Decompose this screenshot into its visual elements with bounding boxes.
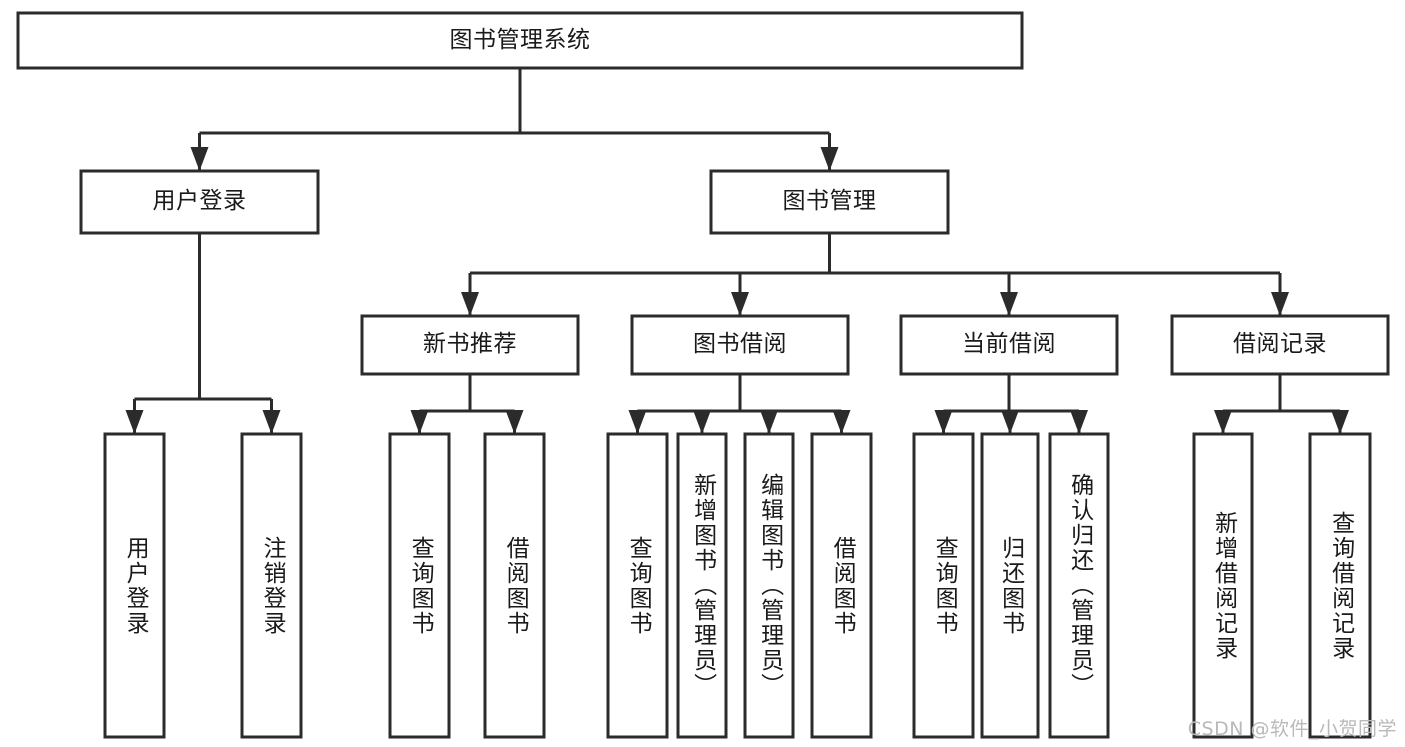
arrow-head-icon-book-borrow <box>731 292 749 316</box>
arrow-head-icon-leaf-edit-book-admin <box>760 410 778 434</box>
arrow-head-icon-leaf-confirm-return-admin <box>1070 410 1088 434</box>
arrow-head-icon-leaf-return-book <box>1001 410 1019 434</box>
arrow-head-icon-leaf-borrow-book-recommend <box>505 410 524 434</box>
node-box-root <box>16 11 1024 70</box>
arrow-head-icon-leaf-query-book-borrow <box>628 410 647 434</box>
arrow-head-icon-leaf-user-login <box>125 410 144 434</box>
node-box-leaf-query-borrow-record <box>1308 432 1372 739</box>
node-box-leaf-borrow-book-recommend <box>483 432 546 739</box>
node-box-borrow-record <box>1170 314 1390 376</box>
node-box-new-book-recommend <box>360 314 580 376</box>
arrow-head-icon-current-borrow <box>1000 292 1018 316</box>
csdn-watermark: CSDN @软件_小贺同学 <box>1187 718 1397 740</box>
node-box-leaf-confirm-return-admin <box>1048 432 1110 739</box>
arrow-head-icon-leaf-query-borrow-record <box>1331 410 1349 434</box>
boxes-layer <box>16 11 1390 739</box>
arrow-head-icon-leaf-query-book-recommend <box>410 410 429 434</box>
node-box-leaf-query-book-recommend <box>388 432 451 739</box>
node-box-book-manage <box>709 169 950 235</box>
arrow-head-icon-leaf-add-borrow-record <box>1214 410 1232 434</box>
node-box-leaf-query-book-current <box>912 432 975 739</box>
connectors-layer <box>125 68 1349 434</box>
node-box-leaf-add-book-admin <box>676 432 728 739</box>
node-box-book-borrow <box>630 314 850 376</box>
arrow-head-icon-user-login <box>190 147 209 171</box>
node-box-leaf-return-book <box>980 432 1040 739</box>
node-box-leaf-logout <box>240 432 303 739</box>
node-box-leaf-borrow-book <box>810 432 873 739</box>
arrow-head-icon-book-manage <box>820 147 839 171</box>
node-box-leaf-add-borrow-record <box>1192 432 1254 739</box>
arrow-head-icon-leaf-add-book-admin <box>693 410 711 434</box>
node-box-user-login <box>79 169 320 235</box>
arrow-head-icon-leaf-logout <box>262 410 281 434</box>
arrow-head-icon-borrow-record <box>1271 292 1289 316</box>
arrow-head-icon-leaf-query-book-current <box>934 410 953 434</box>
node-box-current-borrow <box>899 314 1119 376</box>
node-box-leaf-query-book-borrow <box>606 432 669 739</box>
arrow-head-icon-leaf-borrow-book <box>832 410 851 434</box>
node-box-leaf-user-login <box>103 432 166 739</box>
arrow-head-icon-new-book-recommend <box>461 292 479 316</box>
node-box-leaf-edit-book-admin <box>743 432 795 739</box>
